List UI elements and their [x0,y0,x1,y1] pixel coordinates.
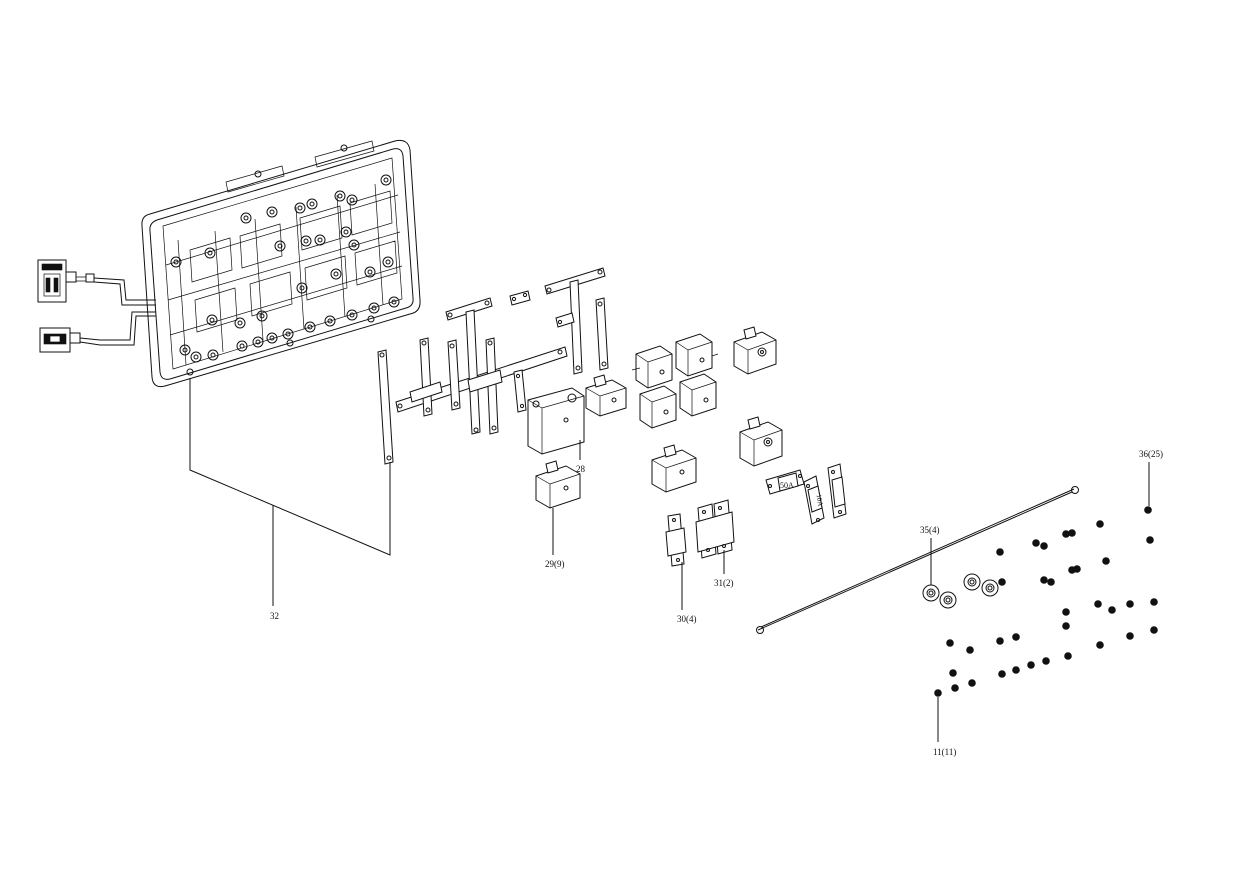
relay-mid-right [739,416,783,467]
relay-block-center [651,444,697,493]
ground-wire [756,486,1079,634]
relay-block-small [585,374,627,417]
callout-35: 35(4) [920,525,940,535]
fuse-10a-label: 10A [814,494,824,507]
terminal-30 [665,513,687,567]
fuse-50a: 50A [765,469,805,495]
relay-block-29 [535,460,581,509]
terminal-31 [695,499,735,559]
connector-harness [37,259,156,353]
bus-bar-assembly [377,267,609,465]
small-nut-group [934,506,1158,697]
housing-bolt-group [170,144,400,376]
callout-30: 30(4) [677,614,697,624]
relay-large [527,387,585,455]
fuse-50a-label: 50A [780,481,794,490]
callout-31: 31(2) [714,578,734,588]
relay-right [733,326,777,375]
callout-36: 36(25) [1139,449,1163,459]
callout-28: 28 [576,464,586,474]
flange-nut-group [922,573,999,609]
panel-housing [141,139,421,388]
leader-lines [189,378,1150,742]
callout-32: 32 [270,611,279,621]
callout-11: 11(11) [933,747,956,757]
fuse-holder-group [631,333,719,429]
callout-29: 29(9) [545,559,565,569]
fuse-vertical [827,463,847,519]
fuse-10a: 10A [803,475,825,525]
